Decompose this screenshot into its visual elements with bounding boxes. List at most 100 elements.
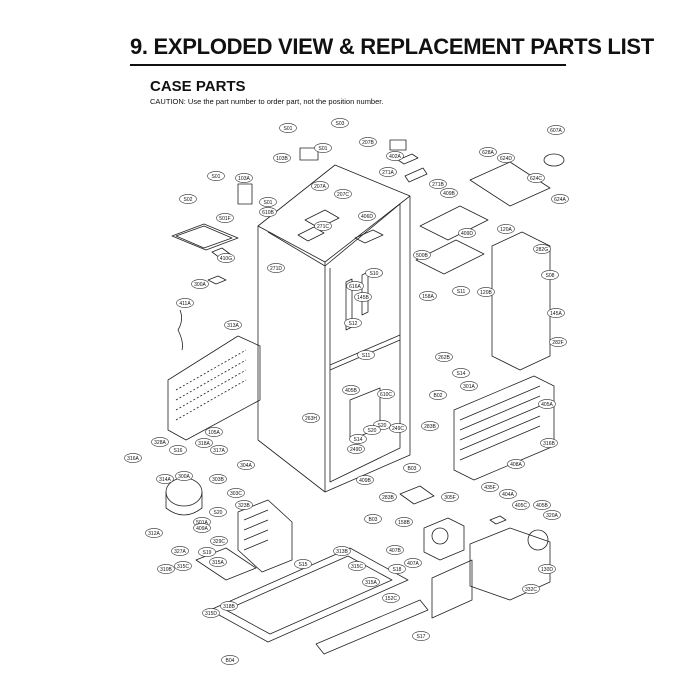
callout-bubble <box>209 557 227 567</box>
callout-bubble <box>227 488 245 498</box>
callout-bubble <box>363 425 381 435</box>
callout-s03: S03 <box>331 118 349 128</box>
callout-label: S14 <box>457 371 466 377</box>
callout-label: S19 <box>203 550 212 556</box>
callout-317a: 317A <box>210 445 228 455</box>
callout-label: 103B <box>276 156 288 162</box>
callout-bubble <box>479 147 497 157</box>
callout-label: 305F <box>444 495 455 501</box>
callout-label: 282F <box>552 340 563 346</box>
callout-label: 314A <box>159 477 171 483</box>
callout-105a: 105A <box>205 427 223 437</box>
callout-bubble <box>412 631 430 641</box>
callout-b03: B03 <box>364 514 382 524</box>
callout-bubble <box>452 368 470 378</box>
callout-label: 435F <box>484 485 495 491</box>
callout-label: S15 <box>299 562 308 568</box>
callout-s11: S11 <box>452 286 470 296</box>
callout-label: 616A <box>349 284 361 290</box>
callout-label: 207B <box>362 140 374 146</box>
callout-s10: S10 <box>365 268 383 278</box>
callout-label: 405B <box>536 503 548 509</box>
callout-label: 303C <box>230 491 242 497</box>
callout-label: 301A <box>463 384 475 390</box>
callout-label: 332C <box>525 587 537 593</box>
callout-label: 282G <box>536 247 548 253</box>
callout-bubble <box>419 291 437 301</box>
callout-bubble <box>259 207 277 217</box>
callout-bubble <box>210 536 228 546</box>
callout-label: 610C <box>380 392 392 398</box>
callout-bubble <box>179 194 197 204</box>
callout-bubble <box>314 221 332 231</box>
callout-130d: 130D <box>538 564 556 574</box>
callout-158a: 158A <box>419 291 437 301</box>
callout-313a: 313A <box>224 320 242 330</box>
callout-label: 207C <box>337 192 349 198</box>
callout-b02: B02 <box>429 390 447 400</box>
callout-249d: 249D <box>347 444 365 454</box>
callout-s14: S14 <box>452 368 470 378</box>
callout-label: 310B <box>160 567 172 573</box>
callout-bubble <box>499 489 517 499</box>
callout-bubble <box>169 445 187 455</box>
callout-262b: 262B <box>435 352 453 362</box>
callout-label: 315A <box>212 560 224 566</box>
callout-label: S03 <box>336 121 345 127</box>
rear-cover-panel <box>167 335 261 441</box>
callout-label: 316A <box>127 456 139 462</box>
callout-label: 303B <box>212 477 224 483</box>
callout-408a: 408A <box>507 459 525 469</box>
callout-103a: 103A <box>235 173 253 183</box>
callout-label: 271A <box>382 170 394 176</box>
callout-label: 315A <box>365 580 377 586</box>
callout-bubble <box>342 385 360 395</box>
callout-bubble <box>151 437 169 447</box>
callout-label: 500B <box>416 253 428 259</box>
caution-note: CAUTION: Use the part number to order pa… <box>150 97 384 106</box>
callout-label: 408A <box>510 462 522 468</box>
callout-bubble <box>386 151 404 161</box>
callout-label: 249D <box>350 447 362 453</box>
callout-label: 283B <box>382 495 394 501</box>
callout-label: 624C <box>530 176 542 182</box>
callout-label: 263H <box>305 416 317 422</box>
callout-bubble <box>209 474 227 484</box>
callout-label: 315C <box>351 564 363 570</box>
callout-bubble <box>379 167 397 177</box>
callout-bubble <box>543 510 561 520</box>
callout-label: 304A <box>240 463 252 469</box>
callout-315c: 315C <box>348 561 366 571</box>
callout-315a: 315A <box>209 557 227 567</box>
callout-label: S17 <box>417 634 426 640</box>
callout-bubble <box>421 421 439 431</box>
callout-label: S08 <box>546 273 555 279</box>
callout-label: 315C <box>177 564 189 570</box>
callout-bubble <box>382 593 400 603</box>
callout-label: 300A <box>178 474 190 480</box>
callout-s12: S12 <box>344 318 362 328</box>
callout-s20: S20 <box>209 507 227 517</box>
callout-610b: 610B <box>259 207 277 217</box>
callout-label: 405A <box>541 402 553 408</box>
callout-bubble <box>413 250 431 260</box>
callout-label: 300A <box>194 282 206 288</box>
callout-bubble <box>533 500 551 510</box>
callout-283b: 283B <box>379 492 397 502</box>
callout-152c: 152C <box>382 593 400 603</box>
callout-bubble <box>193 523 211 533</box>
callout-282f: 282F <box>549 337 567 347</box>
callout-bubble <box>364 514 382 524</box>
callout-bubble <box>512 500 530 510</box>
callout-bubble <box>220 601 238 611</box>
callout-label: S18 <box>393 567 402 573</box>
callout-407b: 407B <box>386 545 404 555</box>
callout-label: 271D <box>270 266 282 272</box>
callout-bubble <box>458 228 476 238</box>
callout-label: 407A <box>407 561 419 567</box>
callout-bubble <box>527 173 545 183</box>
callout-label: 329C <box>213 539 225 545</box>
callout-bubble <box>279 123 297 133</box>
callout-label: 271B <box>432 182 444 188</box>
